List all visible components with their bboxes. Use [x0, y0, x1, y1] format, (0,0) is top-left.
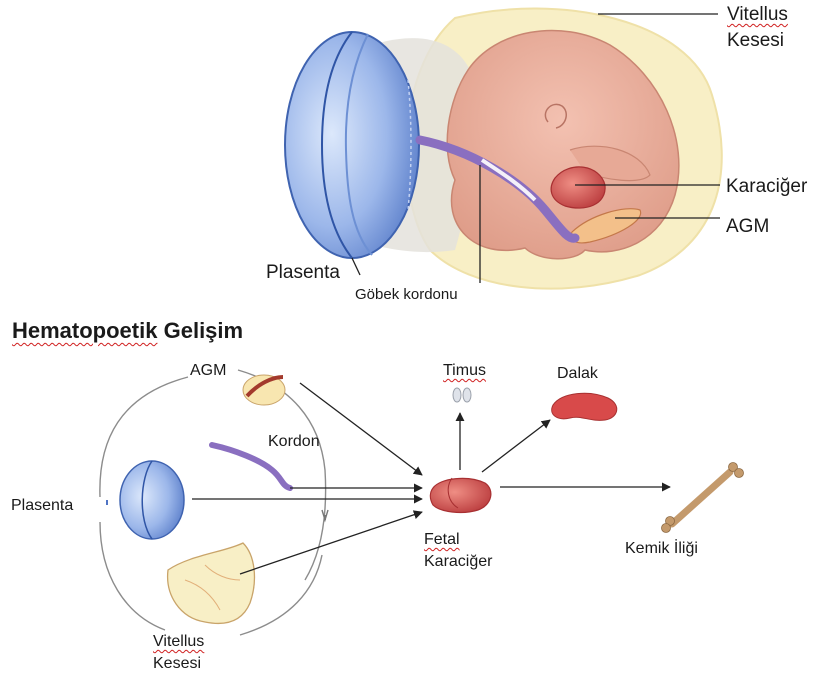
diagram-title-word2: Gelişim	[164, 318, 243, 343]
cord-icon	[212, 445, 290, 488]
embryo-illustration	[285, 9, 722, 289]
thymus-icon	[453, 388, 471, 402]
spleen-icon	[552, 393, 617, 420]
label-agm-top: AGM	[726, 217, 769, 236]
label-kesesi: Kesesi	[153, 656, 201, 672]
label-plasenta: Plasenta	[11, 498, 73, 514]
label-plasenta-top: Plasenta	[266, 263, 340, 282]
label-fetal-karaciger: Karaciğer	[424, 554, 492, 570]
placenta-icon	[107, 461, 184, 539]
arrow-yolk-to-liver	[240, 512, 422, 574]
arrow-liver-to-spleen	[482, 420, 550, 472]
embryo-liver	[551, 167, 605, 208]
label-gobek-kordonu: Göbek kordonu	[355, 287, 458, 302]
fetal-liver-icon	[430, 478, 491, 512]
yolk-sac-icon	[168, 543, 255, 623]
label-kesesi-line2: Kesesi	[727, 31, 784, 50]
label-dalak: Dalak	[557, 366, 598, 382]
label-vitellus-line1: Vitellus	[727, 5, 788, 24]
label-fetal: Fetal	[424, 532, 460, 548]
label-agm: AGM	[190, 363, 226, 379]
label-kemik-iligi: Kemik İliği	[625, 541, 698, 557]
label-timus: Timus	[443, 363, 486, 379]
bone-icon	[662, 463, 744, 533]
diagram-title: Hematopoetik Gelişim	[12, 318, 243, 344]
diagram-title-word1: Hematopoetik	[12, 318, 157, 343]
label-karaciger: Karaciğer	[726, 177, 807, 196]
placenta-disk	[285, 32, 419, 258]
label-kordon: Kordon	[268, 434, 320, 450]
label-vitellus: Vitellus	[153, 634, 204, 650]
arrow-agm-to-liver	[300, 383, 422, 475]
agm-icon	[243, 375, 285, 405]
